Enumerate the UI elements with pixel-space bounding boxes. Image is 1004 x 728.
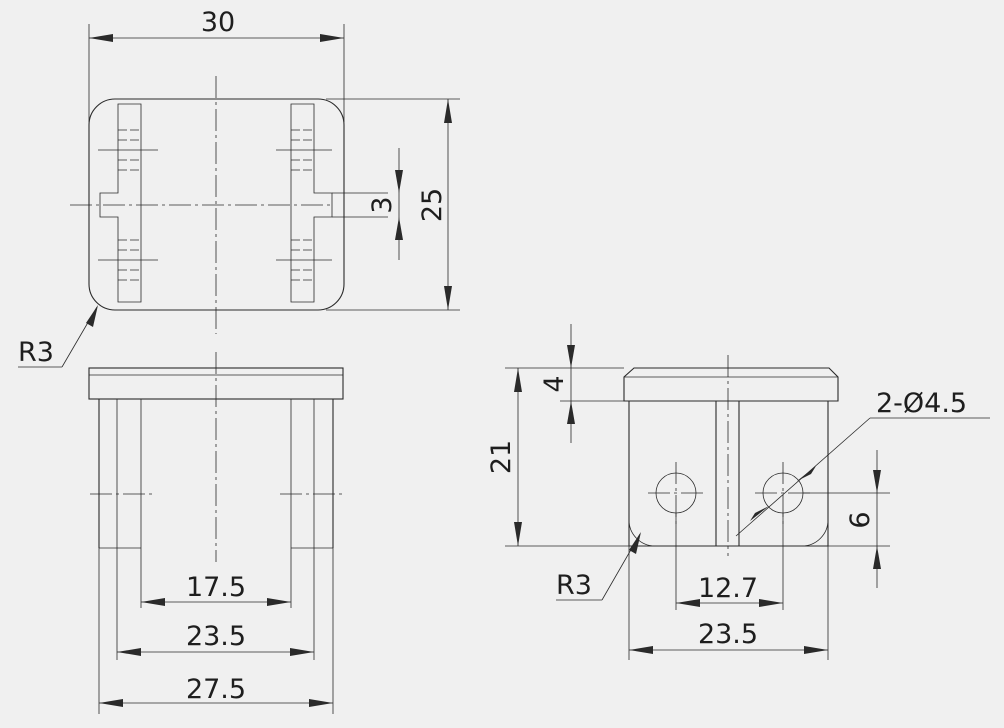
dim-front-outer: 27.5	[186, 674, 246, 705]
top-view-right-rail	[276, 103, 333, 303]
front-view: 17.5 23.5 27.5	[88, 352, 346, 714]
side-view-body	[628, 401, 829, 547]
top-view-slot-tab	[332, 192, 388, 218]
dim-side-height: 21	[486, 440, 517, 474]
dim-side-cap: 4	[539, 375, 570, 392]
dim-top-slot: 3	[367, 196, 398, 213]
dim-front-middle: 23.5	[186, 621, 246, 652]
dim-top-height: 25	[417, 188, 448, 222]
side-view-cap	[623, 367, 839, 402]
dim-side-hole-height: 6	[845, 511, 876, 528]
dim-front-inner: 17.5	[186, 572, 246, 603]
dim-side-width: 23.5	[698, 619, 758, 650]
dim-side-hole-spacing: 12.7	[698, 573, 758, 604]
top-view: 30 25 3 R3	[18, 7, 460, 368]
dim-top-radius: R3	[18, 337, 54, 368]
top-view-left-rail	[98, 103, 158, 303]
side-view: 4 21 2-Ø4.5 6 R3 12.7	[486, 324, 990, 660]
front-view-legs	[98, 399, 334, 549]
top-view-outline	[88, 98, 345, 311]
dim-side-radius: R3	[556, 570, 592, 601]
dim-top-width: 30	[201, 7, 235, 38]
dim-side-holes: 2-Ø4.5	[876, 388, 967, 419]
